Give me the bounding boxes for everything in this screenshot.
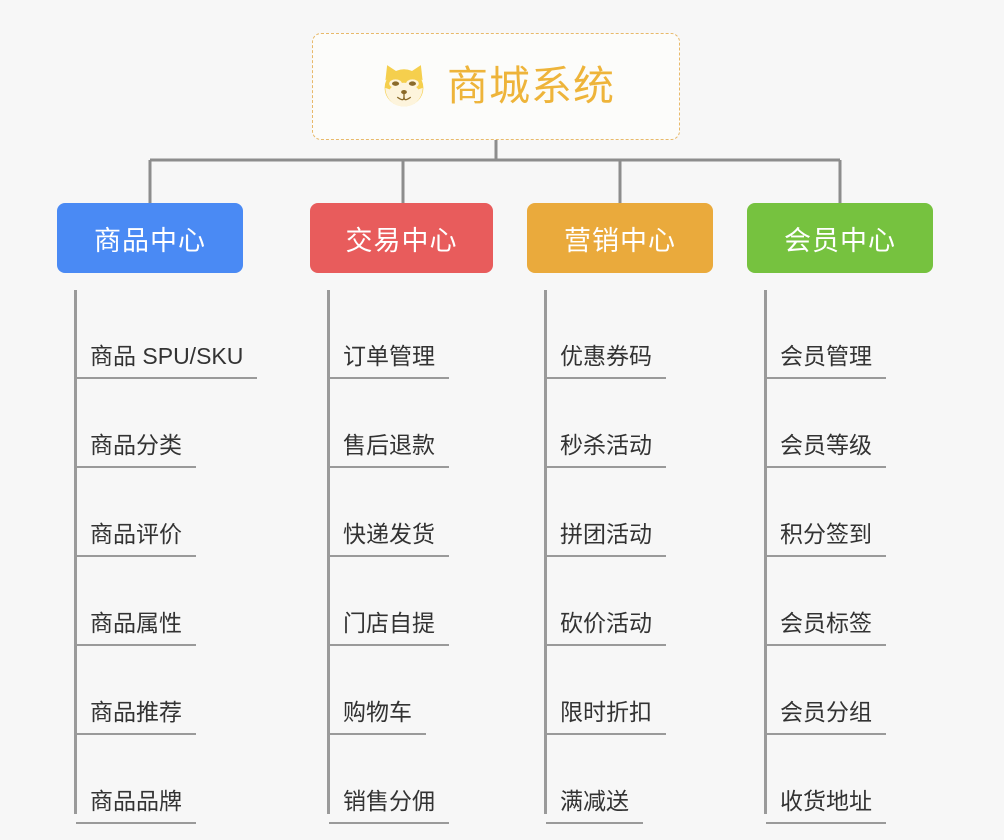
leaf-list-trade-center: 订单管理 售后退款 快递发货 门店自提 购物车 销售分佣 (310, 290, 493, 824)
list-item[interactable]: 购物车 (329, 646, 493, 735)
branch-header-label: 交易中心 (345, 225, 458, 256)
leaf-label: 会员管理 (766, 343, 886, 379)
leaf-label: 积分签到 (766, 521, 886, 557)
branch-member-center: 会员中心 会员管理 会员等级 积分签到 会员标签 会员分组 收货地址 (747, 203, 933, 824)
root-node[interactable]: 商城系统 (312, 33, 680, 140)
branch-header-marketing-center[interactable]: 营销中心 (527, 203, 713, 273)
branch-header-product-center[interactable]: 商品中心 (57, 203, 243, 273)
leaf-label: 商品评价 (76, 521, 196, 557)
list-item[interactable]: 砍价活动 (546, 557, 713, 646)
list-item[interactable]: 优惠券码 (546, 290, 713, 379)
leaf-label: 快递发货 (329, 521, 449, 557)
list-item[interactable]: 销售分佣 (329, 735, 493, 824)
leaf-spine (327, 290, 330, 814)
branch-header-label: 商品中心 (94, 225, 206, 256)
leaf-spine (544, 290, 547, 814)
leaf-list-product-center: 商品 SPU/SKU 商品分类 商品评价 商品属性 商品推荐 商品品牌 (57, 290, 258, 824)
list-item[interactable]: 商品品牌 (76, 735, 243, 824)
leaf-list-marketing-center: 优惠券码 秒杀活动 拼团活动 砍价活动 限时折扣 满减送 (527, 290, 713, 824)
leaf-list-member-center: 会员管理 会员等级 积分签到 会员标签 会员分组 收货地址 (747, 290, 933, 824)
list-item[interactable]: 秒杀活动 (546, 379, 713, 468)
branch-product-center: 商品中心 商品 SPU/SKU 商品分类 商品评价 商品属性 商品推荐 商品品牌 (57, 203, 258, 824)
list-item[interactable]: 满减送 (546, 735, 713, 824)
leaf-label: 会员等级 (766, 432, 886, 468)
list-item[interactable]: 会员管理 (766, 290, 933, 379)
leaf-label: 拼团活动 (546, 521, 666, 557)
list-item[interactable]: 门店自提 (329, 557, 493, 646)
list-item[interactable]: 售后退款 (329, 379, 493, 468)
leaf-label: 售后退款 (329, 432, 449, 468)
list-item[interactable]: 限时折扣 (546, 646, 713, 735)
list-item[interactable]: 会员分组 (766, 646, 933, 735)
list-item[interactable]: 商品属性 (76, 557, 243, 646)
leaf-label: 门店自提 (329, 610, 449, 646)
list-item[interactable]: 商品分类 (76, 379, 243, 468)
leaf-label: 商品品牌 (76, 788, 196, 824)
list-item[interactable]: 积分签到 (766, 468, 933, 557)
leaf-label: 砍价活动 (546, 610, 666, 646)
leaf-label: 秒杀活动 (546, 432, 666, 468)
leaf-label: 商品属性 (76, 610, 196, 646)
branch-marketing-center: 营销中心 优惠券码 秒杀活动 拼团活动 砍价活动 限时折扣 满减送 (527, 203, 713, 824)
leaf-label: 商品 SPU/SKU (76, 343, 258, 379)
shiba-dog-face-icon (384, 64, 424, 107)
leaf-label: 订单管理 (329, 343, 449, 379)
branch-header-label: 会员中心 (784, 225, 896, 256)
leaf-label: 会员分组 (766, 699, 886, 735)
leaf-label: 满减送 (546, 788, 643, 824)
leaf-label: 限时折扣 (546, 699, 666, 735)
branch-header-member-center[interactable]: 会员中心 (747, 203, 933, 273)
list-item[interactable]: 商品评价 (76, 468, 243, 557)
leaf-label: 会员标签 (766, 610, 886, 646)
branch-trade-center: 交易中心 订单管理 售后退款 快递发货 门店自提 购物车 销售分佣 (310, 203, 493, 824)
leaf-label: 优惠券码 (546, 343, 666, 379)
leaf-label: 购物车 (329, 699, 426, 735)
leaf-label: 销售分佣 (329, 788, 449, 824)
leaf-spine (764, 290, 767, 814)
list-item[interactable]: 快递发货 (329, 468, 493, 557)
leaf-label: 商品分类 (76, 432, 196, 468)
list-item[interactable]: 商品 SPU/SKU (76, 290, 258, 379)
list-item[interactable]: 会员标签 (766, 557, 933, 646)
list-item[interactable]: 订单管理 (329, 290, 493, 379)
list-item[interactable]: 拼团活动 (546, 468, 713, 557)
list-item[interactable]: 商品推荐 (76, 646, 243, 735)
list-item[interactable]: 会员等级 (766, 379, 933, 468)
branch-header-label: 营销中心 (564, 225, 676, 256)
leaf-label: 收货地址 (766, 788, 886, 824)
root-title: 商城系统 (447, 63, 615, 109)
branch-header-trade-center[interactable]: 交易中心 (310, 203, 493, 273)
leaf-label: 商品推荐 (76, 699, 196, 735)
leaf-spine (74, 290, 77, 814)
list-item[interactable]: 收货地址 (766, 735, 933, 824)
